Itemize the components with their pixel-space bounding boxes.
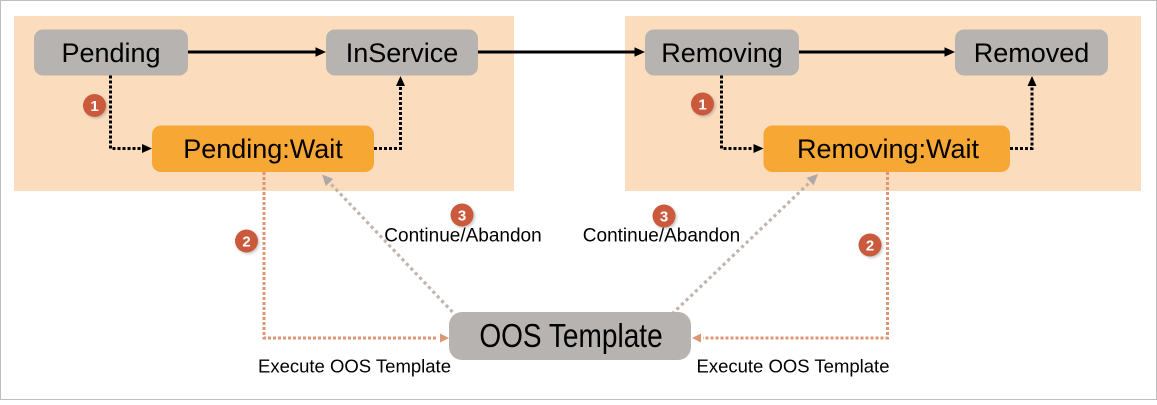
svg-text:3: 3 [660,209,668,226]
svg-text:Continue/Abandon: Continue/Abandon [384,226,541,247]
svg-text:1: 1 [90,98,98,115]
svg-text:Execute OOS Template: Execute OOS Template [697,356,890,377]
svg-text:1: 1 [698,97,706,114]
svg-text:Removed: Removed [974,38,1090,68]
svg-text:3: 3 [458,208,466,225]
svg-text:Removing: Removing [661,38,783,68]
svg-text:Pending:Wait: Pending:Wait [183,134,343,164]
svg-text:2: 2 [242,234,250,251]
svg-text:OOS Template: OOS Template [479,318,662,355]
svg-text:Continue/Abandon: Continue/Abandon [583,226,740,247]
svg-text:2: 2 [866,238,874,255]
svg-text:Execute OOS Template: Execute OOS Template [258,356,451,377]
svg-text:InService: InService [346,38,459,68]
svg-text:Pending: Pending [61,38,160,68]
svg-text:Removing:Wait: Removing:Wait [797,134,980,164]
